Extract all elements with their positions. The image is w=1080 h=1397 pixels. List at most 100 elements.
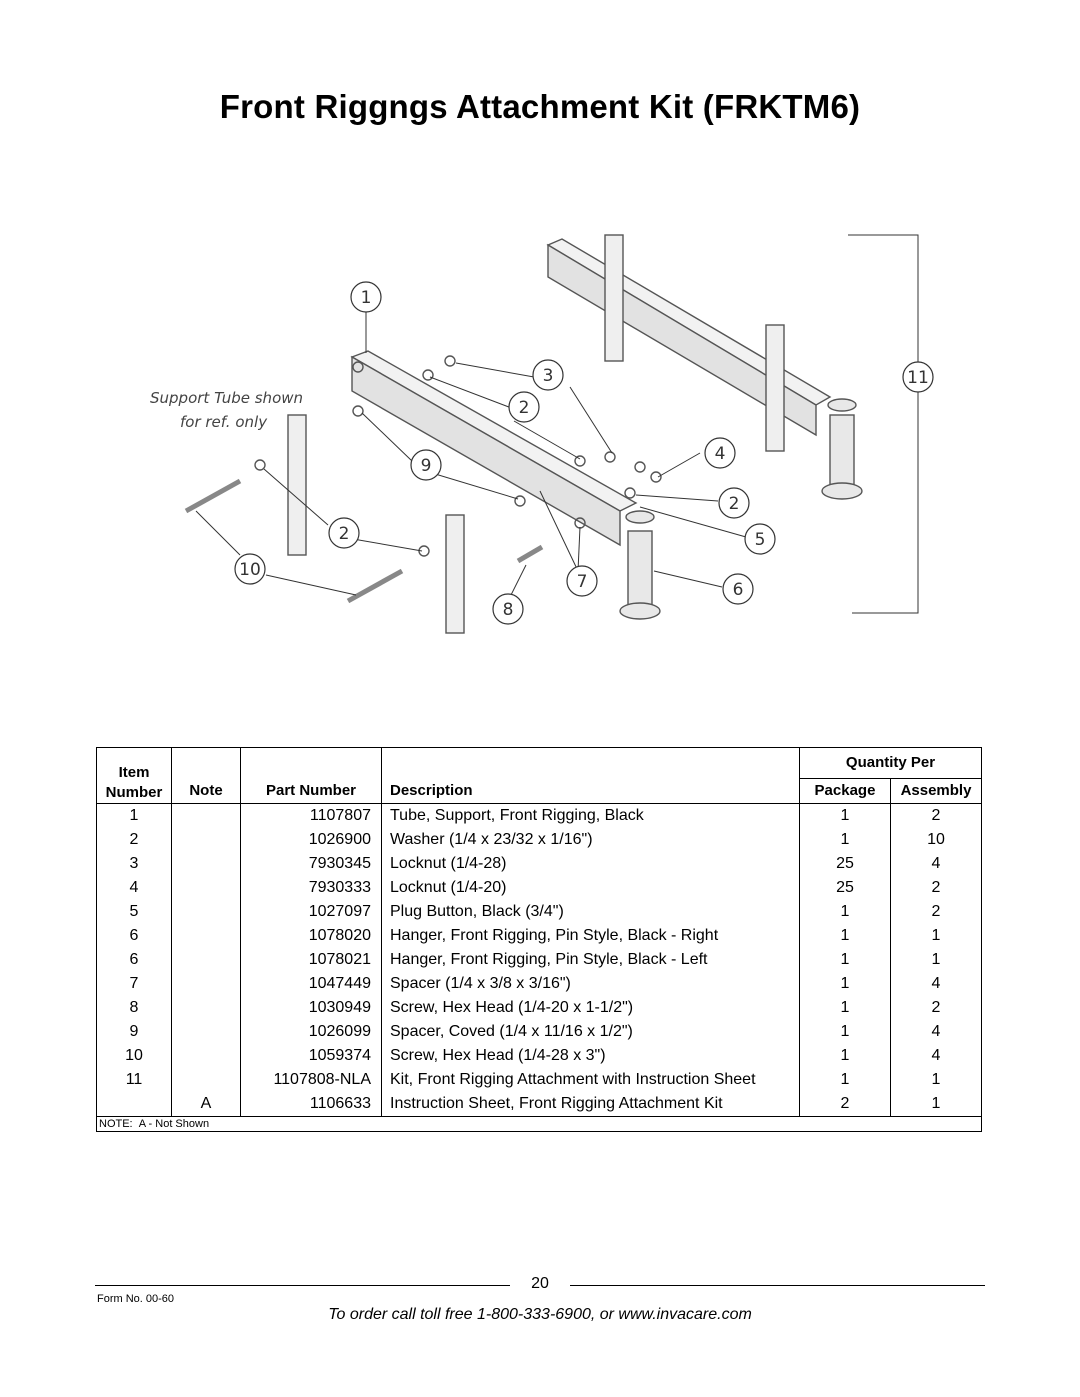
header-part-number: Part Number <box>240 747 382 804</box>
part-number-cell: 1078021 <box>240 948 382 972</box>
callout-6: 6 <box>733 580 744 600</box>
rear-support-tube <box>546 238 832 406</box>
assembly-qty-cell: 1 <box>890 1068 982 1092</box>
assembly-qty-cell: 4 <box>890 1044 982 1068</box>
callout-11: 11 <box>907 368 929 388</box>
order-info: To order call toll free 1-800-333-6900, … <box>328 1306 752 1323</box>
rear-post-left <box>604 234 624 362</box>
package-qty-cell: 2 <box>799 1092 891 1117</box>
package-qty-cell: 1 <box>799 996 891 1020</box>
part-number-cell: 1107808-NLA <box>240 1068 382 1092</box>
support-note-line1: Support Tube shown <box>150 389 303 407</box>
part-number-cell: 1059374 <box>240 1044 382 1068</box>
form-number: Form No. 00-60 <box>97 1293 175 1305</box>
footer-rule-left <box>95 1285 510 1286</box>
callout-2b: 2 <box>339 524 350 544</box>
description-cell: Hanger, Front Rigging, Pin Style, Black … <box>381 948 800 972</box>
description-cell: Spacer (1/4 x 3/8 x 3/16") <box>381 972 800 996</box>
assembly-qty-cell: 2 <box>890 996 982 1020</box>
assembly-qty-cell: 1 <box>890 948 982 972</box>
description-cell: Tube, Support, Front Rigging, Black <box>381 803 800 828</box>
footer-rule-right <box>570 1285 985 1286</box>
part-number-cell: 1107807 <box>240 803 382 828</box>
table-note: NOTE: A - Not Shown <box>96 1116 982 1132</box>
assembly-qty-cell: 2 <box>890 900 982 924</box>
hanger-left <box>627 530 653 608</box>
part-number-cell: 1078020 <box>240 924 382 948</box>
callout-4: 4 <box>715 444 726 464</box>
callout-3: 3 <box>543 366 554 386</box>
support-note-line2: for ref. only <box>180 413 268 431</box>
item-number-cell: 3 <box>96 852 172 876</box>
item-number-cell: 1 <box>96 803 172 828</box>
package-qty-cell: 1 <box>799 828 891 852</box>
assembly-qty-cell: 1 <box>890 1092 982 1117</box>
front-post-mid <box>445 514 465 634</box>
assembly-qty-cell: 4 <box>890 852 982 876</box>
note-cell <box>171 1068 241 1092</box>
part-number-cell: 1026900 <box>240 828 382 852</box>
part-number-cell: 1030949 <box>240 996 382 1020</box>
package-qty-cell: 1 <box>799 1068 891 1092</box>
callout-1: 1 <box>361 288 372 308</box>
assembly-qty-cell: 2 <box>890 803 982 828</box>
note-cell <box>171 876 241 900</box>
assembly-qty-cell: 4 <box>890 972 982 996</box>
item-number-cell <box>96 1092 172 1117</box>
hanger-right <box>829 414 855 486</box>
note-cell <box>171 972 241 996</box>
note-cell <box>171 924 241 948</box>
assembly-qty-cell: 10 <box>890 828 982 852</box>
callout-10: 10 <box>239 560 261 580</box>
assembly-qty-cell: 1 <box>890 924 982 948</box>
part-number-cell: 7930333 <box>240 876 382 900</box>
callout-5: 5 <box>755 530 766 550</box>
callout-7: 7 <box>577 572 588 592</box>
description-cell: Locknut (1/4-20) <box>381 876 800 900</box>
screw-long-lower <box>346 568 404 604</box>
package-qty-cell: 25 <box>799 852 891 876</box>
part-number-cell: 1106633 <box>240 1092 382 1117</box>
callout-2c: 2 <box>729 494 740 514</box>
assembly-qty-cell: 2 <box>890 876 982 900</box>
package-qty-cell: 1 <box>799 1044 891 1068</box>
note-text: A - Not Shown <box>138 1118 210 1130</box>
item-number-cell: 6 <box>96 948 172 972</box>
item-number-cell: 5 <box>96 900 172 924</box>
note-cell <box>171 1044 241 1068</box>
package-qty-cell: 1 <box>799 948 891 972</box>
part-number-cell: 1027097 <box>240 900 382 924</box>
description-cell: Spacer, Coved (1/4 x 11/16 x 1/2") <box>381 1020 800 1044</box>
package-qty-cell: 1 <box>799 924 891 948</box>
package-qty-cell: 1 <box>799 972 891 996</box>
item-number-cell: 4 <box>96 876 172 900</box>
description-cell: Kit, Front Rigging Attachment with Instr… <box>381 1068 800 1092</box>
note-cell <box>171 996 241 1020</box>
description-cell: Screw, Hex Head (1/4-20 x 1-1/2") <box>381 996 800 1020</box>
item-number-cell: 10 <box>96 1044 172 1068</box>
callout-8: 8 <box>503 600 514 620</box>
note-cell <box>171 828 241 852</box>
front-support-tube <box>350 350 638 512</box>
page-number: 20 <box>531 1275 549 1292</box>
package-qty-cell: 1 <box>799 1020 891 1044</box>
item-number-cell: 2 <box>96 828 172 852</box>
exploded-parts-diagram: 1 2 3 2 9 4 2 5 6 7 8 10 11 Support Tube… <box>150 234 934 634</box>
description-cell: Instruction Sheet, Front Rigging Attachm… <box>381 1092 800 1117</box>
screw-short <box>516 544 544 564</box>
note-cell <box>171 803 241 828</box>
support-post-left <box>287 414 307 556</box>
part-number-cell: 1026099 <box>240 1020 382 1044</box>
package-qty-cell: 1 <box>799 803 891 828</box>
